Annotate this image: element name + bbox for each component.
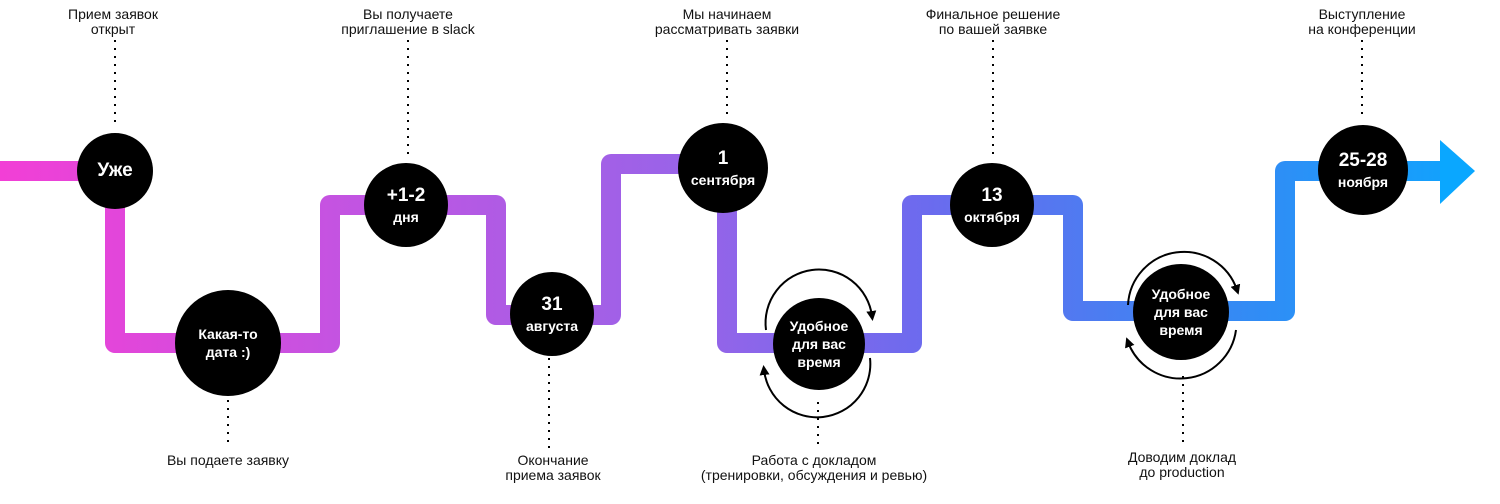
cycle-arc-bottom: [759, 357, 872, 419]
caption-talk-work: Работа с докладом(тренировки, обсуждения…: [700, 452, 928, 483]
node-sublabel: дня: [393, 209, 419, 225]
node-label: +1-2: [386, 185, 426, 206]
node-sublabel: октября: [964, 209, 1020, 225]
node-now: Уже: [77, 133, 153, 209]
cycle-ring-2: [1125, 250, 1241, 380]
caption-you-apply: Вы подаете заявку: [166, 452, 290, 468]
node-label: 25-28: [1338, 150, 1388, 171]
node-sublabel: сентября: [690, 172, 756, 188]
node-label: Удобное: [1151, 286, 1211, 302]
node-sublabel: для вас: [792, 336, 846, 352]
node-convenient-time-2: Удобное для вас время: [1133, 264, 1229, 360]
node-september-1: 1 сентября: [678, 123, 768, 213]
node-november-25-28: 25-28 ноября: [1318, 125, 1408, 215]
node-label: Какая-то: [198, 326, 258, 342]
node-label: 13: [981, 185, 1003, 206]
node-august-31: 31 августа: [510, 272, 594, 356]
node-label: 1: [717, 148, 729, 169]
node-some-date: Какая-то дата :): [175, 290, 281, 396]
node-sublabel: для вас: [1154, 304, 1208, 320]
cycle-arc-top: [764, 268, 877, 331]
node-label: 31: [541, 294, 563, 315]
cycle-arc-top: [1127, 250, 1241, 306]
node-sublabel: ноября: [1337, 174, 1389, 190]
dotted-connectors: [114, 40, 1363, 448]
node-october-13: 13 октября: [950, 163, 1034, 247]
node-label: Уже: [97, 160, 133, 181]
cycle-arc-bottom: [1125, 329, 1237, 380]
node-sublabel-2: время: [797, 354, 841, 370]
node-convenient-time-1: Удобное для вас время: [773, 298, 865, 390]
timeline-arrowhead: [1440, 140, 1475, 204]
node-label: Удобное: [789, 318, 849, 334]
node-sublabel: августа: [525, 318, 579, 334]
node-sublabel: дата :): [205, 344, 251, 360]
node-sublabel-2: время: [1159, 322, 1203, 338]
timeline-path: [0, 154, 1440, 353]
node-plus-1-2-days: +1-2 дня: [364, 163, 448, 247]
cycle-ring-1: [759, 268, 877, 419]
